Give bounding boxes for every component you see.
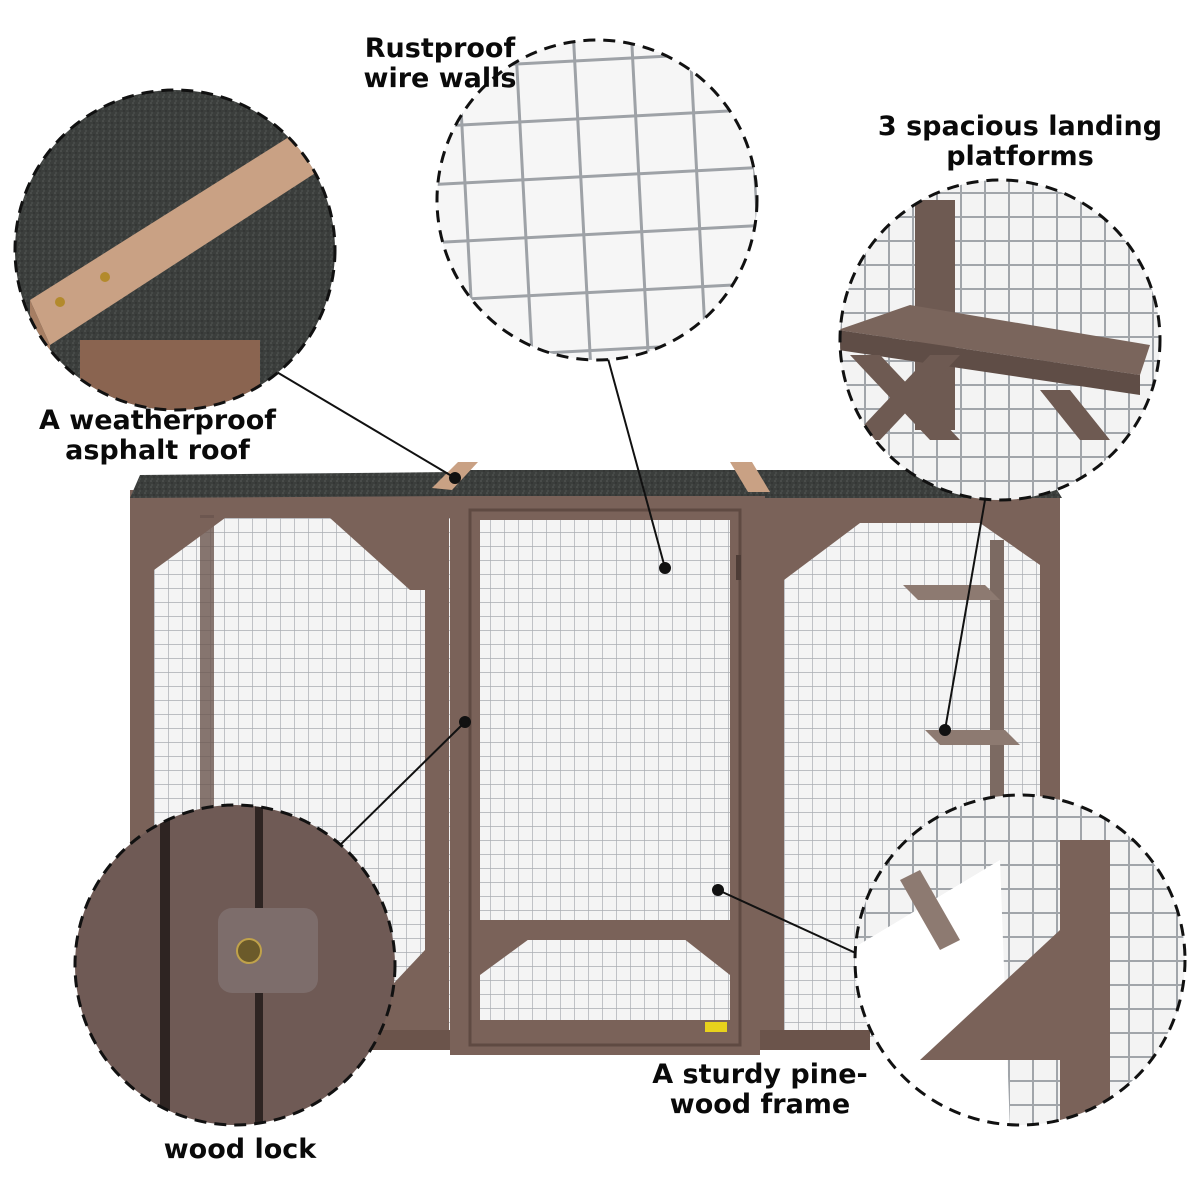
label-asphalt-roof: A weatherproof asphalt roof — [38, 405, 276, 466]
callout-wire-detail — [435, 38, 759, 362]
warning-sticker — [705, 1022, 727, 1032]
callout-frame-detail — [853, 793, 1187, 1127]
callout-roof-detail — [13, 88, 337, 412]
label-pinewood-frame: A sturdy pine- wood frame — [652, 1059, 868, 1120]
callout-lock-detail — [73, 803, 397, 1127]
callout-leaders — [269, 354, 986, 956]
callout-platform-detail — [838, 178, 1162, 502]
label-wood-lock: wood lock — [163, 1134, 317, 1165]
label-landing-platforms: 3 spacious landing platforms — [877, 111, 1163, 172]
label-wire-walls: Rustproof wire walls — [363, 33, 517, 94]
